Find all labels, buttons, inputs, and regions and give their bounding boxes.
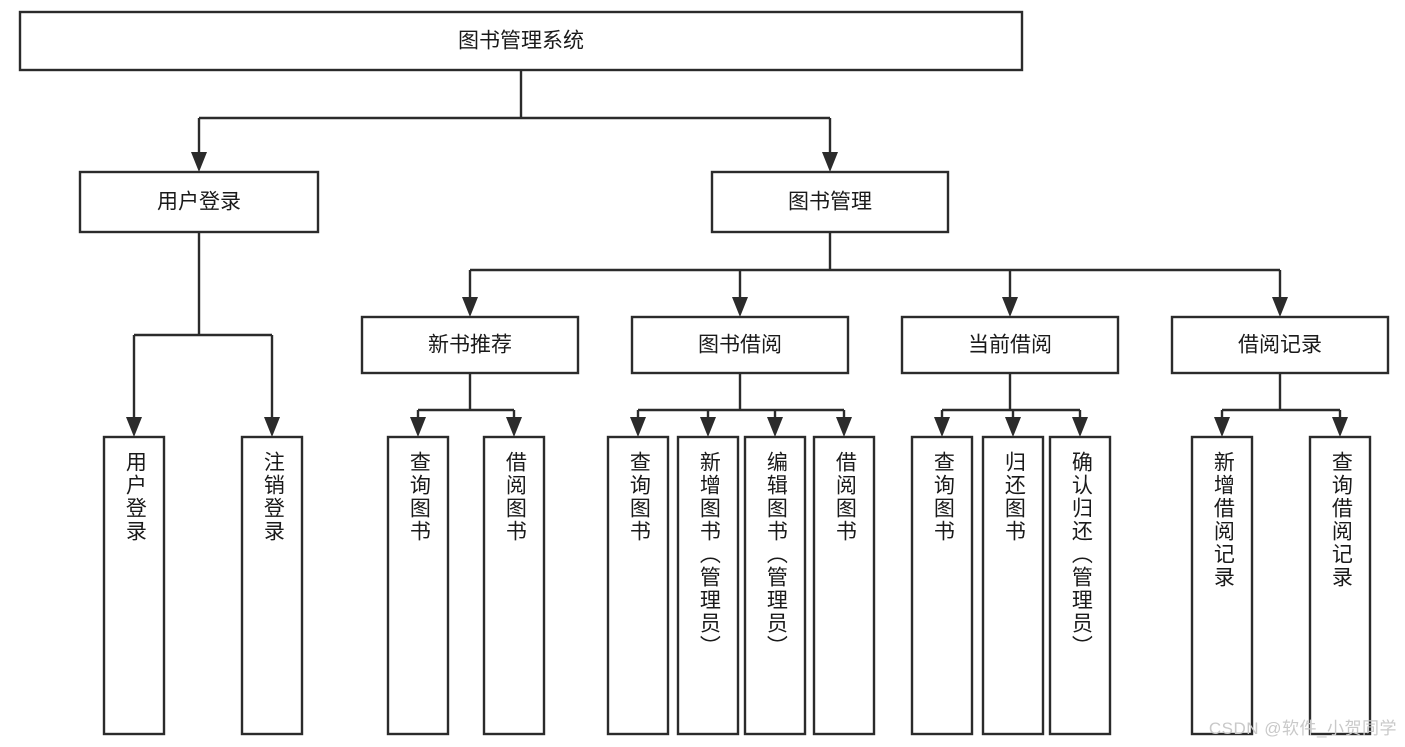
- level3-node-0-label: 新书推荐: [428, 334, 512, 357]
- group-2-leafarrow-2: [1072, 417, 1088, 437]
- level2-node-1-box[interactable]: [710, 170, 950, 234]
- leaf-g2-1-box[interactable]: [981, 435, 1045, 736]
- group-1-leafarrow-2: [767, 417, 783, 437]
- root-node-box[interactable]: [18, 10, 1024, 72]
- group-3-leafarrow-1: [1332, 417, 1348, 437]
- group-2-leafarrow-1: [1005, 417, 1021, 437]
- group-1-leafarrow-1: [700, 417, 716, 437]
- level2-arrow-1: [822, 152, 838, 172]
- leaf-userlogin-0-box[interactable]: [102, 435, 166, 736]
- leaf-g0-0-box[interactable]: [386, 435, 450, 736]
- level3-node-0-box[interactable]: [360, 315, 580, 375]
- leaf-g2-0-box[interactable]: [910, 435, 974, 736]
- connectors-layer: [126, 70, 1348, 437]
- leaf-g0-1-box[interactable]: [482, 435, 546, 736]
- userlogin-leafarrow-1: [264, 417, 280, 437]
- leaf-userlogin-1-box[interactable]: [240, 435, 304, 736]
- level3-node-1-label: 图书借阅: [698, 334, 782, 357]
- userlogin-leafarrow-0: [126, 417, 142, 437]
- root-node-label: 图书管理系统: [458, 30, 584, 53]
- leaf-g1-1-box[interactable]: [676, 435, 740, 736]
- leaf-g1-0-box[interactable]: [606, 435, 670, 736]
- boxes-layer: [18, 10, 1390, 736]
- group-0-leafarrow-1: [506, 417, 522, 437]
- level3-arrow-2: [1002, 297, 1018, 317]
- level2-node-1-label: 图书管理: [788, 191, 872, 214]
- level2-arrow-0: [191, 152, 207, 172]
- level3-arrow-1: [732, 297, 748, 317]
- leaf-g1-2-box[interactable]: [743, 435, 807, 736]
- level3-node-3-box[interactable]: [1170, 315, 1390, 375]
- level3-node-3-label: 借阅记录: [1238, 334, 1322, 357]
- level3-node-2-label: 当前借阅: [968, 334, 1052, 357]
- level3-arrow-0: [462, 297, 478, 317]
- group-3-leafarrow-0: [1214, 417, 1230, 437]
- leaf-g3-1-box[interactable]: [1308, 435, 1372, 736]
- group-1-leafarrow-3: [836, 417, 852, 437]
- leaf-g3-0-box[interactable]: [1190, 435, 1254, 736]
- level3-node-1-box[interactable]: [630, 315, 850, 375]
- level3-arrow-3: [1272, 297, 1288, 317]
- leaf-g2-2-box[interactable]: [1048, 435, 1112, 736]
- level2-node-0-label: 用户登录: [157, 191, 241, 214]
- group-1-leafarrow-0: [630, 417, 646, 437]
- level3-node-2-box[interactable]: [900, 315, 1120, 375]
- group-0-leafarrow-0: [410, 417, 426, 437]
- level2-node-0-box[interactable]: [78, 170, 320, 234]
- group-2-leafarrow-0: [934, 417, 950, 437]
- leaf-g1-3-box[interactable]: [812, 435, 876, 736]
